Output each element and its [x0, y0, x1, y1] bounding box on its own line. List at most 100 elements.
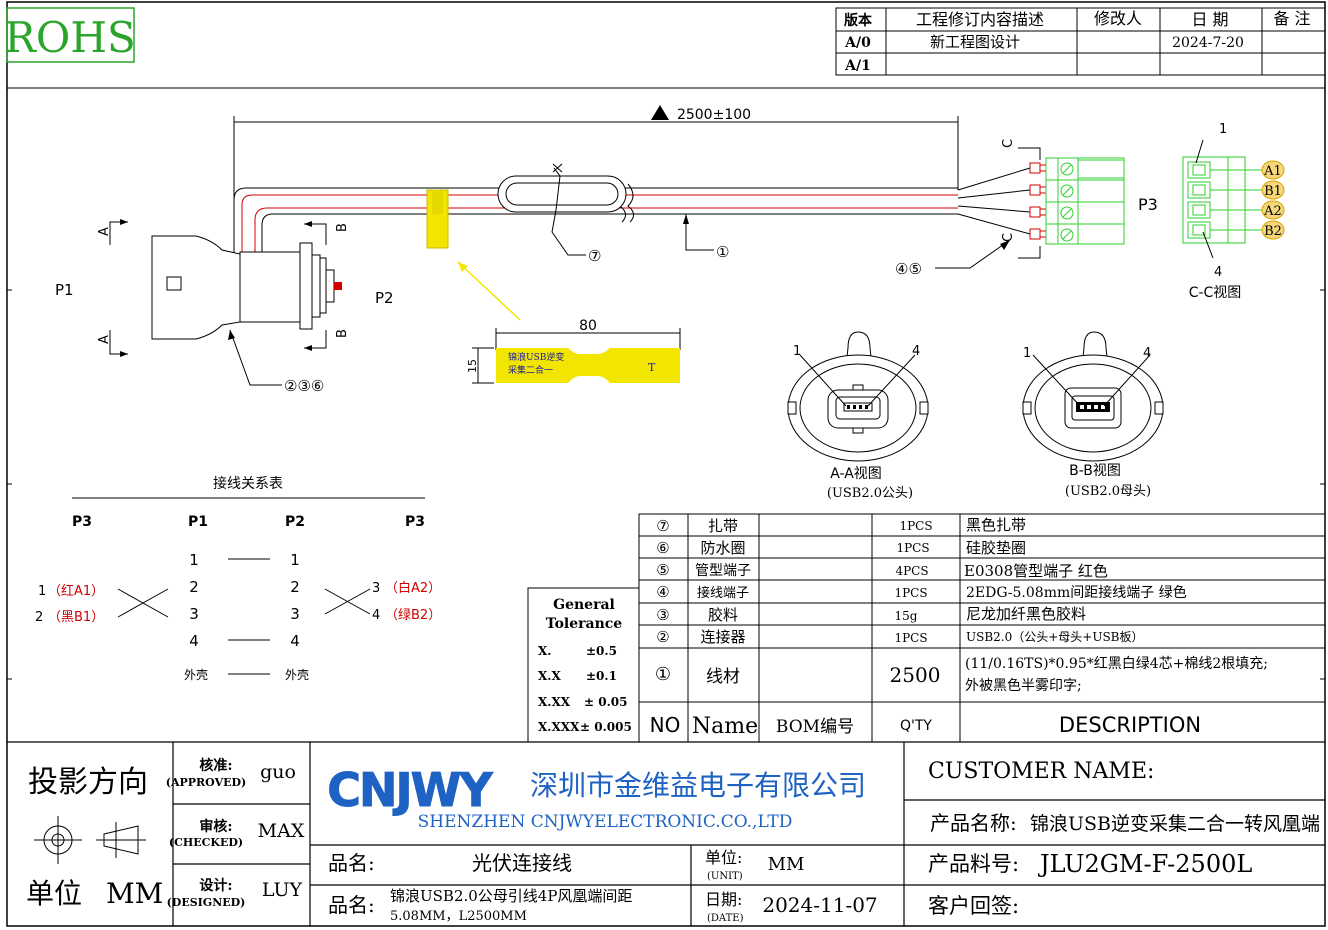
designed-en: (DESIGNED)	[167, 896, 246, 909]
aa-view-sub: (USB2.0公头)	[827, 486, 913, 501]
wiring-title: 接线关系表	[213, 475, 283, 492]
length-dim-text: 2500±100	[677, 107, 751, 123]
p1-pin-4: 4	[189, 632, 199, 650]
label-height-dim: 15	[466, 359, 479, 373]
wiring-table: 接线关系表 P3 P1 P2 P3 1 2 3 4 1 2 3 4 外壳 外壳	[35, 475, 441, 682]
bom-table: ⑦ 扎带 1PCS 黑色扎带 ⑥ 防水圈 1PCS 硅胶垫圈 ⑤ 管型端子 4P…	[638, 513, 1326, 743]
bom-r5-no: ③	[656, 606, 669, 624]
callout-1: ①	[716, 243, 729, 261]
bom-r3-qty: 4PCS	[895, 564, 928, 578]
section-b-bottom: B	[335, 329, 350, 338]
pin-name2-line1: 锦浪USB2.0公母引线4P风凰端间距	[390, 887, 632, 905]
wiring-h-p1: P1	[188, 514, 208, 530]
bom-r4-desc: 2EDG-5.08mm间距接线端子 绿色	[966, 584, 1187, 601]
p1-pin-3: 3	[189, 605, 199, 623]
wiring-right-4-note: （绿B2）	[385, 608, 441, 623]
product-no-value: JLU2GM-F-2500L	[1037, 850, 1252, 878]
cc-pin-b2: B2	[1264, 224, 1282, 239]
checked-name: MAX	[258, 820, 305, 842]
label-text-line1: 锦浪USB逆变	[508, 351, 564, 363]
wiring-right-3-num: 3	[372, 581, 380, 596]
pin-name-value: 光伏连接线	[472, 851, 572, 875]
bom-r1-qty: 1PCS	[899, 519, 932, 533]
label-width-dim: 80	[579, 318, 597, 334]
rev-r2-version: A/1	[844, 58, 871, 74]
tolerance-title-1: General	[553, 597, 615, 613]
tolerance-box: General Tolerance X. ±0.5 X.X ±0.1 X.XX …	[527, 587, 640, 743]
wiring-right-3-note: （白A2）	[385, 580, 441, 596]
bom-r5-desc: 尼龙加纤黑色胶料	[966, 605, 1086, 623]
bom-r1-desc: 黑色扎带	[966, 516, 1026, 534]
date-label: 日期:	[705, 890, 742, 909]
wiring-h-p3-right: P3	[405, 514, 425, 530]
cc-pin-a1: A1	[1263, 164, 1282, 179]
cc-pin-b1: B1	[1264, 184, 1282, 199]
bom-r2-name: 防水圈	[700, 539, 745, 557]
unit2-label: 单位:	[705, 848, 742, 867]
unit-value: MM	[106, 877, 163, 910]
cable-tie	[497, 163, 627, 233]
bom-h-no: NO	[650, 713, 681, 737]
pin-name2-label: 品名:	[328, 893, 375, 917]
tol-r4-k: X.XXX	[538, 720, 580, 734]
cc-view-label: C-C视图	[1189, 285, 1242, 301]
rev-h-desc: 工程修订内容描述	[916, 10, 1044, 29]
bb-view: 1 4 B-B视图 (USB2.0母头)	[1022, 331, 1164, 499]
bom-r4-qty: 1PCS	[894, 586, 927, 600]
revision-table: 版本 工程修订内容描述 修改人 日 期 备 注 A/0 新工程图设计 2024-…	[835, 7, 1326, 76]
company-cn: 深圳市金维益电子有限公司	[530, 769, 866, 802]
bom-r6-desc: USB2.0（公头+母头+USB板）	[966, 630, 1144, 644]
tol-r1-v: ±0.5	[586, 644, 617, 658]
cc-view: 1 4 A1 B1 A2 B2 C-C视图	[1182, 122, 1285, 301]
wiring-right-4-num: 4	[372, 608, 380, 623]
wiring-h-p2: P2	[285, 514, 305, 530]
cc-pin4: 4	[1214, 265, 1222, 280]
product-name-label: 产品名称:	[930, 811, 1017, 835]
p1-pin-2: 2	[189, 578, 199, 596]
bb-view-label: B-B视图	[1069, 463, 1121, 479]
bom-r2-no: ⑥	[656, 539, 669, 557]
tol-r3-v: ± 0.05	[584, 695, 627, 709]
tol-r2-k: X.X	[538, 669, 561, 683]
checked-label: 审核:	[199, 818, 232, 835]
bom-r6-qty: 1PCS	[894, 631, 927, 645]
designed-label: 设计:	[199, 877, 232, 894]
unit-label: 单位	[26, 877, 82, 910]
approved-en: (APPROVED)	[166, 776, 246, 789]
bom-r4-no: ④	[656, 583, 669, 601]
p1-connector: P1 P2 A A B B ②③⑥	[55, 219, 394, 395]
wiring-left-1-note: （红A1）	[48, 583, 104, 599]
section-a-top: A	[97, 227, 112, 236]
bom-r6-name: 连接器	[700, 628, 745, 646]
bom-r2-desc: 硅胶垫圈	[966, 539, 1026, 557]
bom-r7-qty: 2500	[890, 663, 941, 687]
p2-pin-4: 4	[290, 632, 300, 650]
bb-view-sub: (USB2.0母头)	[1065, 484, 1151, 499]
p1-pin-1: 1	[189, 551, 199, 569]
rev-r1-desc: 新工程图设计	[930, 33, 1020, 51]
bom-r7-desc-line1: (11/0.16TS)*0.95*红黑白绿4芯+棉线2根填充;	[965, 655, 1268, 672]
wiring-left-1-num: 1	[38, 584, 46, 599]
company-logo: CNJWY	[322, 763, 496, 818]
tol-r2-v: ±0.1	[586, 669, 617, 683]
bom-r3-name: 管型端子	[695, 563, 751, 579]
label-t: T	[648, 361, 656, 374]
checked-en: (CHECKED)	[169, 836, 243, 849]
cable-label-tag-top	[432, 190, 443, 214]
tol-r3-k: X.XX	[538, 695, 571, 709]
cable	[233, 167, 1031, 255]
bom-r5-qty: 15g	[895, 609, 918, 623]
callout-45: ④⑤	[895, 260, 922, 278]
p2-pin-1: 1	[290, 551, 300, 569]
rohs-badge: ROHS	[4, 7, 136, 63]
product-name-value: 锦浪USB逆变采集二合一转风凰端	[1030, 813, 1320, 835]
bb-pin1: 1	[1023, 346, 1031, 361]
bom-r3-desc: E0308管型端子 红色	[964, 562, 1108, 580]
projection-label: 投影方向	[28, 765, 148, 800]
rohs-text: ROHS	[4, 13, 135, 62]
callouts: ⑦ ① ④⑤	[551, 214, 1011, 278]
rev-h-date: 日 期	[1191, 10, 1228, 29]
rev-h-version: 版本	[844, 12, 873, 29]
bb-pin4: 4	[1143, 346, 1151, 361]
p3-terminal: C C P3	[1001, 139, 1158, 259]
